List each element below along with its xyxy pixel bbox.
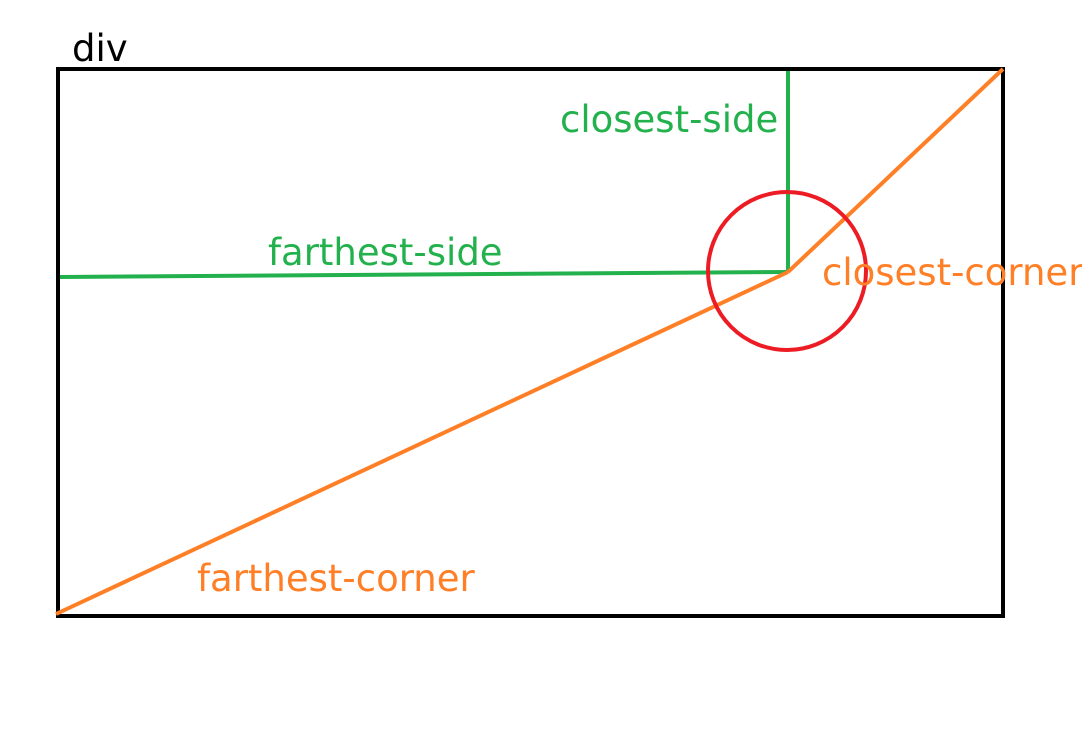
div-box (56, 67, 1005, 618)
gradient-center-circle (706, 190, 868, 352)
closest-side-label: closest-side (560, 98, 779, 141)
div-label: div (72, 27, 128, 70)
farthest-side-label: farthest-side (268, 231, 503, 274)
closest-corner-line (786, 67, 1005, 274)
farthest-corner-label: farthest-corner (197, 557, 475, 600)
farthest-side-line (59, 270, 789, 279)
closest-corner-label: closest-corner (822, 251, 1082, 294)
farthest-corner-line (55, 270, 789, 616)
